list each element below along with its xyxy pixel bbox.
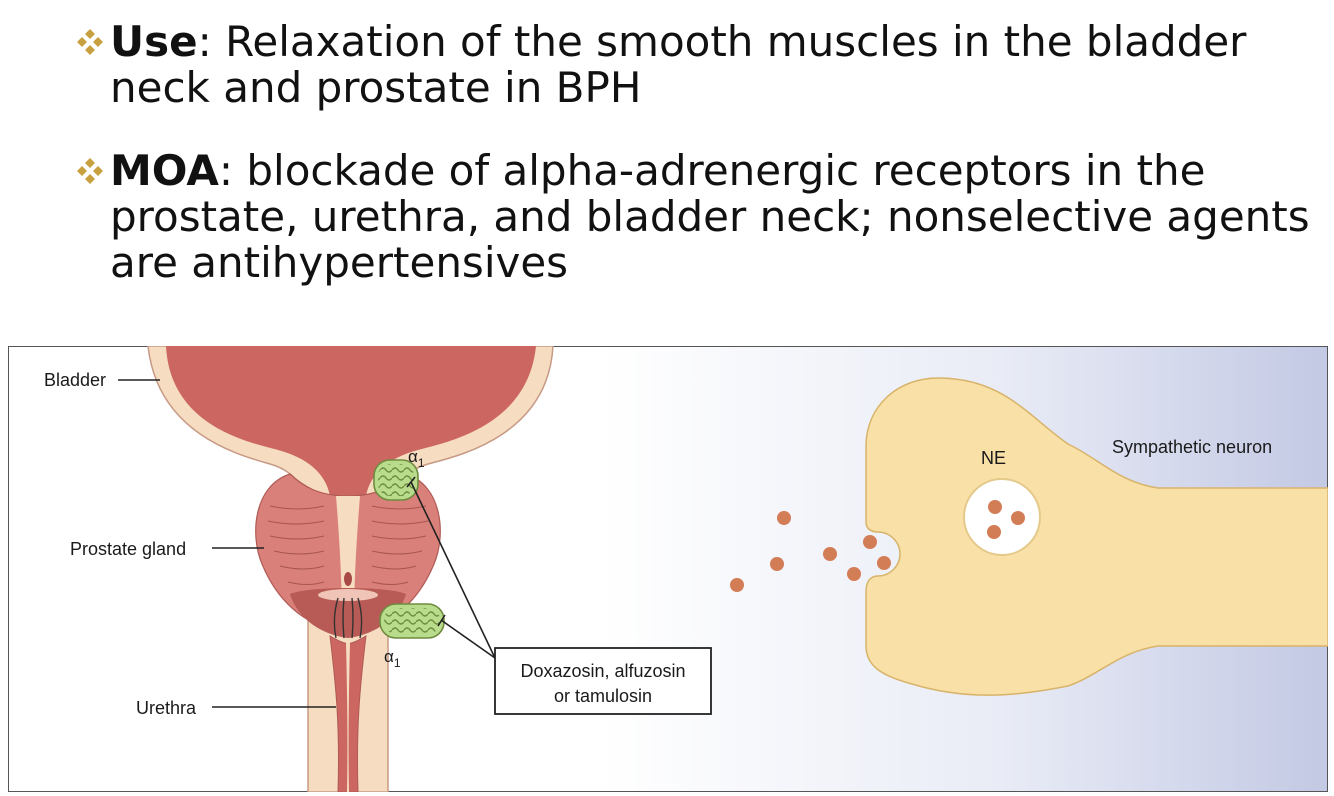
label-sympathetic-neuron: Sympathetic neuron <box>1112 437 1272 457</box>
label-alpha1-top: α1 <box>408 447 425 470</box>
alpha-symbol: α <box>408 447 418 466</box>
ne-dot <box>877 556 891 570</box>
sphincter-opening <box>318 589 378 601</box>
four-diamond-icon <box>77 158 103 184</box>
alpha-blocker-diagram: Bladder Prostate gland Urethra α1 α1 NE … <box>8 346 1328 792</box>
ne-dot <box>730 578 744 592</box>
bullet-term: Use <box>110 17 198 66</box>
drug-box-line1: Doxazosin, alfuzosin <box>520 661 685 681</box>
bullet-term: MOA <box>110 146 219 195</box>
sphincter-fibers <box>333 597 363 639</box>
ne-dot <box>1011 511 1025 525</box>
ne-dot <box>770 557 784 571</box>
bladder-anatomy <box>147 346 554 792</box>
sympathetic-neuron <box>865 377 1328 696</box>
four-diamond-icon <box>77 29 103 55</box>
alpha-symbol: α <box>384 647 394 666</box>
drug-box-line2: or tamulosin <box>554 686 652 706</box>
urethra-lumen <box>346 642 350 792</box>
label-ne: NE <box>981 448 1006 468</box>
ne-dot <box>777 511 791 525</box>
label-prostate-gland: Prostate gland <box>70 539 186 559</box>
ne-dot <box>987 525 1001 539</box>
alpha1-receptor-top <box>373 459 419 501</box>
bullet-text: : blockade of alpha-adrenergic receptors… <box>110 146 1310 287</box>
alpha-subscript: 1 <box>418 456 425 470</box>
prostate-folds <box>267 505 429 586</box>
label-urethra: Urethra <box>136 698 197 718</box>
bladder-neck-sphincter <box>290 588 406 638</box>
label-alpha1-bottom: α1 <box>384 647 401 670</box>
alpha1-receptor-bottom <box>379 603 445 639</box>
bullet-use: Use: Relaxation of the smooth muscles in… <box>70 19 1320 111</box>
ne-molecules <box>730 500 1025 592</box>
bullet-moa: MOA: blockade of alpha-adrenergic recept… <box>70 148 1320 286</box>
ne-dot <box>988 500 1002 514</box>
synaptic-vesicle <box>963 478 1041 556</box>
bladder-lumen <box>166 346 536 496</box>
label-bladder: Bladder <box>44 370 106 390</box>
alpha-subscript: 1 <box>394 656 401 670</box>
ne-dot <box>823 547 837 561</box>
ne-dot <box>847 567 861 581</box>
drug-box <box>494 647 712 715</box>
verumontanum <box>344 572 352 586</box>
bullet-text: : Relaxation of the smooth muscles in th… <box>110 17 1247 112</box>
ne-dot <box>863 535 877 549</box>
